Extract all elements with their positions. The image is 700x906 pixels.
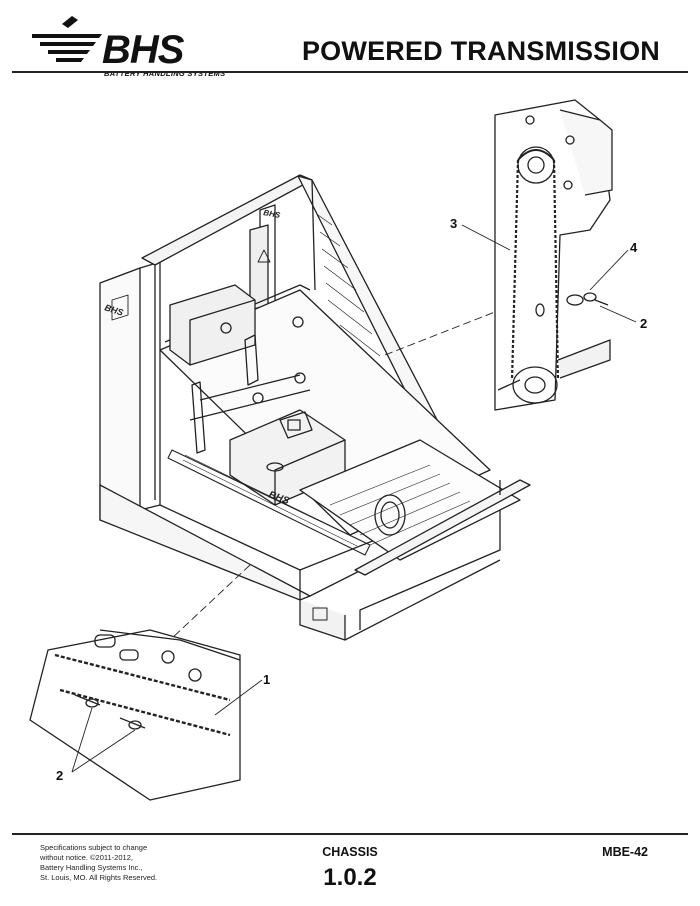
disclaimer-line: without notice. ©2011-2012, bbox=[40, 853, 133, 862]
technical-drawing: BHS BHS BHS 3 4 2 1 2 bbox=[29, 99, 647, 801]
frame-logo-label-top: BHS bbox=[263, 208, 282, 220]
disclaimer-line: St. Louis, MO. All Rights Reserved. bbox=[40, 873, 158, 882]
detail-leader-lines bbox=[169, 309, 501, 641]
chain-detail-upper-right bbox=[494, 99, 613, 411]
logo-subtitle: BATTERY HANDLING SYSTEMS bbox=[104, 69, 226, 78]
footer-rule bbox=[12, 833, 688, 835]
callout-1: 1 bbox=[263, 672, 270, 687]
chassis-frame bbox=[99, 174, 531, 641]
callout-4: 4 bbox=[630, 240, 638, 255]
header-rule bbox=[12, 71, 688, 73]
page-title: POWERED TRANSMISSION bbox=[301, 36, 660, 66]
logo-speed-lines-icon bbox=[32, 16, 102, 62]
callout-2-lower: 2 bbox=[56, 768, 63, 783]
callout-leaders bbox=[71, 224, 637, 773]
logo-text: BHS bbox=[102, 28, 184, 72]
disclaimer-line: Battery Handling Systems Inc., bbox=[40, 863, 143, 872]
callout-3: 3 bbox=[450, 216, 457, 231]
chain-detail-lower-left bbox=[29, 629, 241, 801]
bhs-logo: BHS BATTERY HANDLING SYSTEMS bbox=[32, 16, 225, 78]
callout-2-upper: 2 bbox=[640, 316, 647, 331]
disclaimer-line: Specifications subject to change bbox=[40, 843, 148, 852]
footer-disclaimer: Specifications subject to change without… bbox=[40, 843, 170, 883]
page-number: 1.0.2 bbox=[323, 864, 377, 891]
section-name: CHASSIS bbox=[322, 845, 378, 859]
model-number: MBE-42 bbox=[602, 845, 648, 859]
